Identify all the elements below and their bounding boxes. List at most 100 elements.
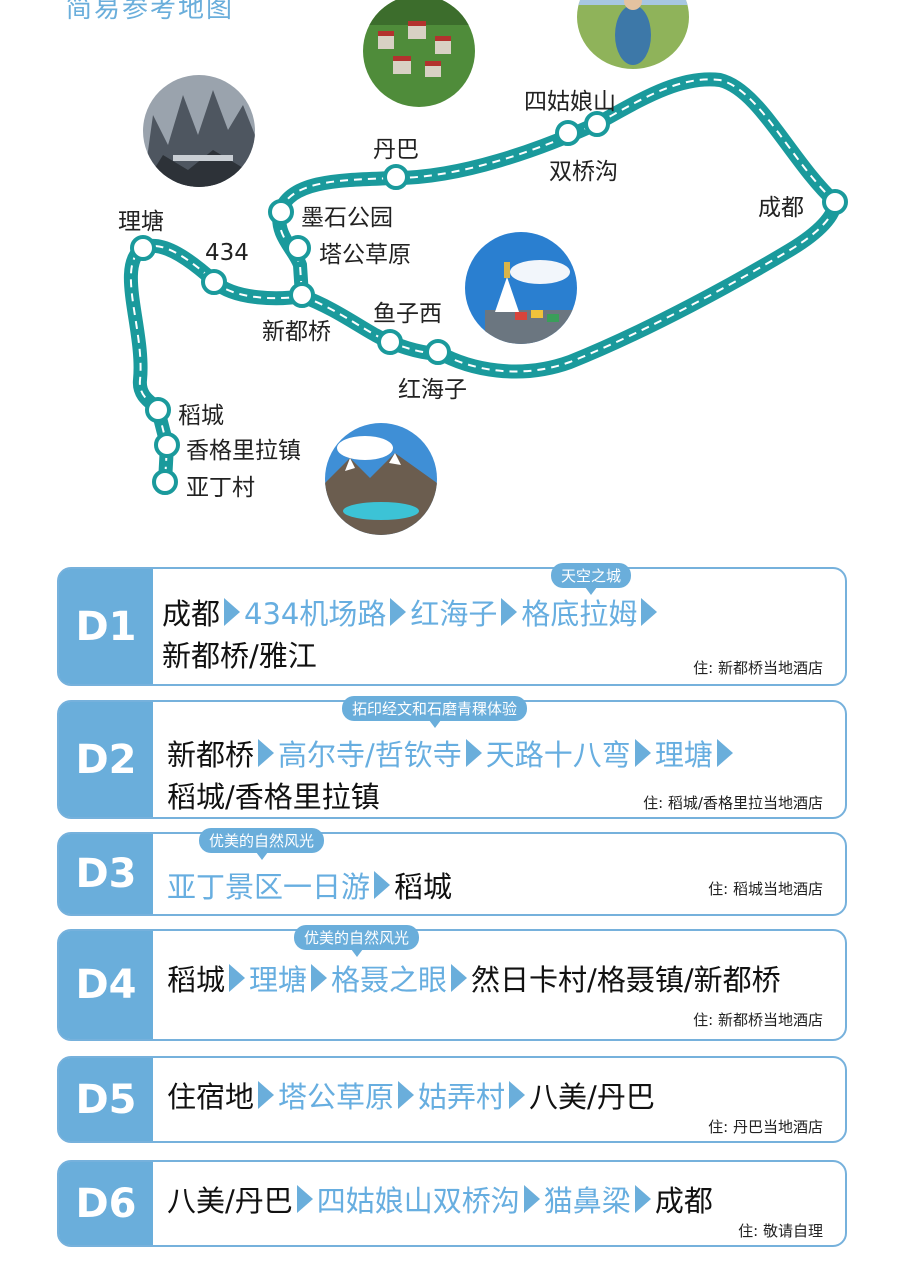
- photo-stupa: [465, 232, 577, 344]
- day-label: D2: [59, 702, 153, 817]
- stop-text: 然日卡村/格聂镇/新都桥: [471, 963, 781, 997]
- label-sigu: 四姑娘山: [524, 89, 616, 115]
- highlight-tag: 优美的自然风光: [294, 925, 420, 957]
- arrow-icon: [509, 1081, 526, 1109]
- stop-xinduqiao: [289, 282, 315, 308]
- stop-shuangqiao: [555, 120, 581, 146]
- route-line-1: 亚丁景区一日游 稻城: [167, 864, 452, 906]
- stop-text: 红海子: [410, 597, 498, 631]
- lodging-text: 住: 稻城/香格里拉当地酒店: [643, 794, 823, 812]
- photo-lake: [325, 423, 437, 535]
- stop-sigu: [584, 111, 610, 137]
- stop-daocheng: [145, 397, 171, 423]
- stop-moshi: [268, 199, 294, 225]
- label-chengdu: 成都: [758, 195, 804, 221]
- stop-chengdu: [822, 189, 848, 215]
- stop-text: 四姑娘山双桥沟: [316, 1184, 520, 1218]
- stop-434: [201, 269, 227, 295]
- stop-text: 高尔寺/哲钦寺: [278, 738, 462, 772]
- label-yading: 亚丁村: [186, 475, 255, 501]
- lodging-text: 住: 新都桥当地酒店: [693, 1011, 823, 1029]
- stop-shangri: [154, 432, 180, 458]
- stop-yuzixi: [377, 329, 403, 355]
- stop-text: 格底拉姆: [521, 597, 638, 631]
- stop-text: 塔公草原: [278, 1080, 395, 1114]
- day-card-d4: D4 优美的自然风光 稻城 理塘 格聂之眼 然日卡村/格聂镇/新都桥 住: 新都…: [57, 925, 847, 1041]
- arrow-icon: [634, 739, 651, 767]
- day-card-d1: D1 天空之城 成都 434机场路 红海子 格底拉姆 新都桥/雅江 住: 新都桥…: [57, 563, 847, 686]
- arrow-icon: [465, 739, 482, 767]
- stop-honghaizi: [425, 339, 451, 365]
- arrow-icon: [229, 964, 246, 992]
- route-map: 简易参考地图 成都 四姑娘山 双桥沟 丹巴: [0, 0, 900, 550]
- route-line-1: 住宿地 塔公草原 姑弄村 八美/丹巴: [167, 1074, 655, 1116]
- stop-text: 住宿地: [167, 1080, 255, 1114]
- stop-text: 理塘: [249, 963, 308, 997]
- stop-text: 理塘: [654, 738, 713, 772]
- lodging-text: 住: 丹巴当地酒店: [708, 1118, 823, 1136]
- route-line-1: 稻城 理塘 格聂之眼 然日卡村/格聂镇/新都桥: [167, 957, 781, 999]
- arrow-icon: [224, 598, 241, 626]
- arrow-icon: [501, 598, 518, 626]
- route-line-1: 八美/丹巴 四姑娘山双桥沟 猫鼻梁 成都: [167, 1178, 713, 1220]
- arrow-icon: [258, 739, 275, 767]
- stop-text: 新都桥: [167, 738, 255, 772]
- stop-tagong: [285, 235, 311, 261]
- stop-yading: [152, 469, 178, 495]
- route-line: [0, 0, 848, 495]
- stop-text: 猫鼻梁: [543, 1184, 631, 1218]
- photo-rock-canyon: [143, 75, 255, 187]
- stop-danba: [383, 164, 409, 190]
- arrow-icon: [451, 964, 468, 992]
- stop-text: 434机场路: [244, 597, 387, 631]
- route-line-2: 稻城/香格里拉镇: [167, 780, 380, 814]
- arrow-icon: [311, 964, 328, 992]
- route-line-1: 成都 434机场路 红海子 格底拉姆: [162, 591, 661, 633]
- stop-text: 天路十八弯: [485, 738, 631, 772]
- label-honghaizi: 红海子: [398, 377, 467, 403]
- label-daocheng: 稻城: [178, 403, 224, 429]
- route-line-2: 新都桥/雅江: [162, 639, 317, 673]
- label-xinduqiao: 新都桥: [262, 319, 331, 345]
- arrow-icon: [258, 1081, 275, 1109]
- arrow-icon: [641, 598, 658, 626]
- label-shangri: 香格里拉镇: [186, 438, 301, 464]
- day-label: D4: [59, 931, 153, 1039]
- arrow-icon: [523, 1185, 540, 1213]
- highlight-tag: 拓印经文和石磨青稞体验: [342, 696, 528, 728]
- highlight-tag: 天空之城: [551, 563, 632, 595]
- label-tagong: 塔公草原: [319, 242, 411, 268]
- route-line-1: 新都桥 高尔寺/哲钦寺 天路十八弯 理塘: [167, 732, 737, 774]
- stop-text: 八美/丹巴: [167, 1184, 293, 1218]
- stop-text: 亚丁景区一日游: [167, 870, 371, 904]
- day-card-d2: D2 拓印经文和石磨青稞体验 新都桥 高尔寺/哲钦寺 天路十八弯 理塘 稻城/香…: [57, 696, 847, 819]
- arrow-icon: [390, 598, 407, 626]
- stop-text: 稻城: [394, 870, 453, 904]
- arrow-icon: [716, 739, 733, 767]
- stop-text: 格聂之眼: [331, 963, 448, 997]
- day-label: D3: [59, 834, 153, 914]
- label-danba: 丹巴: [373, 137, 419, 163]
- stop-text: 八美/丹巴: [529, 1080, 655, 1114]
- day-card-d3: D3 优美的自然风光 亚丁景区一日游 稻城 住: 稻城当地酒店: [57, 828, 847, 916]
- day-card-d6: D6 八美/丹巴 四姑娘山双桥沟 猫鼻梁 成都 住: 敬请自理: [57, 1160, 847, 1247]
- arrow-icon: [634, 1185, 651, 1213]
- day-label: D1: [59, 569, 153, 684]
- day-label: D5: [59, 1058, 153, 1141]
- map-title: 简易参考地图: [66, 0, 235, 24]
- lodging-text: 住: 新都桥当地酒店: [693, 659, 823, 677]
- stop-text: 成都: [654, 1184, 713, 1218]
- stop-text: 姑弄村: [418, 1080, 506, 1114]
- arrow-icon: [398, 1081, 415, 1109]
- lodging-text: 住: 稻城当地酒店: [708, 880, 823, 898]
- label-litang: 理塘: [118, 209, 164, 235]
- label-434: 434: [205, 240, 249, 266]
- label-moshi: 墨石公园: [301, 205, 393, 231]
- lodging-text: 住: 敬请自理: [738, 1222, 823, 1240]
- highlight-tag: 优美的自然风光: [199, 828, 325, 860]
- label-yuzixi: 鱼子西: [373, 301, 442, 327]
- photo-village: [363, 0, 475, 107]
- label-shuangqiao: 双桥沟: [549, 159, 618, 185]
- day-label: D6: [59, 1162, 153, 1245]
- day-card-d5: D5 住宿地 塔公草原 姑弄村 八美/丹巴 住: 丹巴当地酒店: [57, 1056, 847, 1143]
